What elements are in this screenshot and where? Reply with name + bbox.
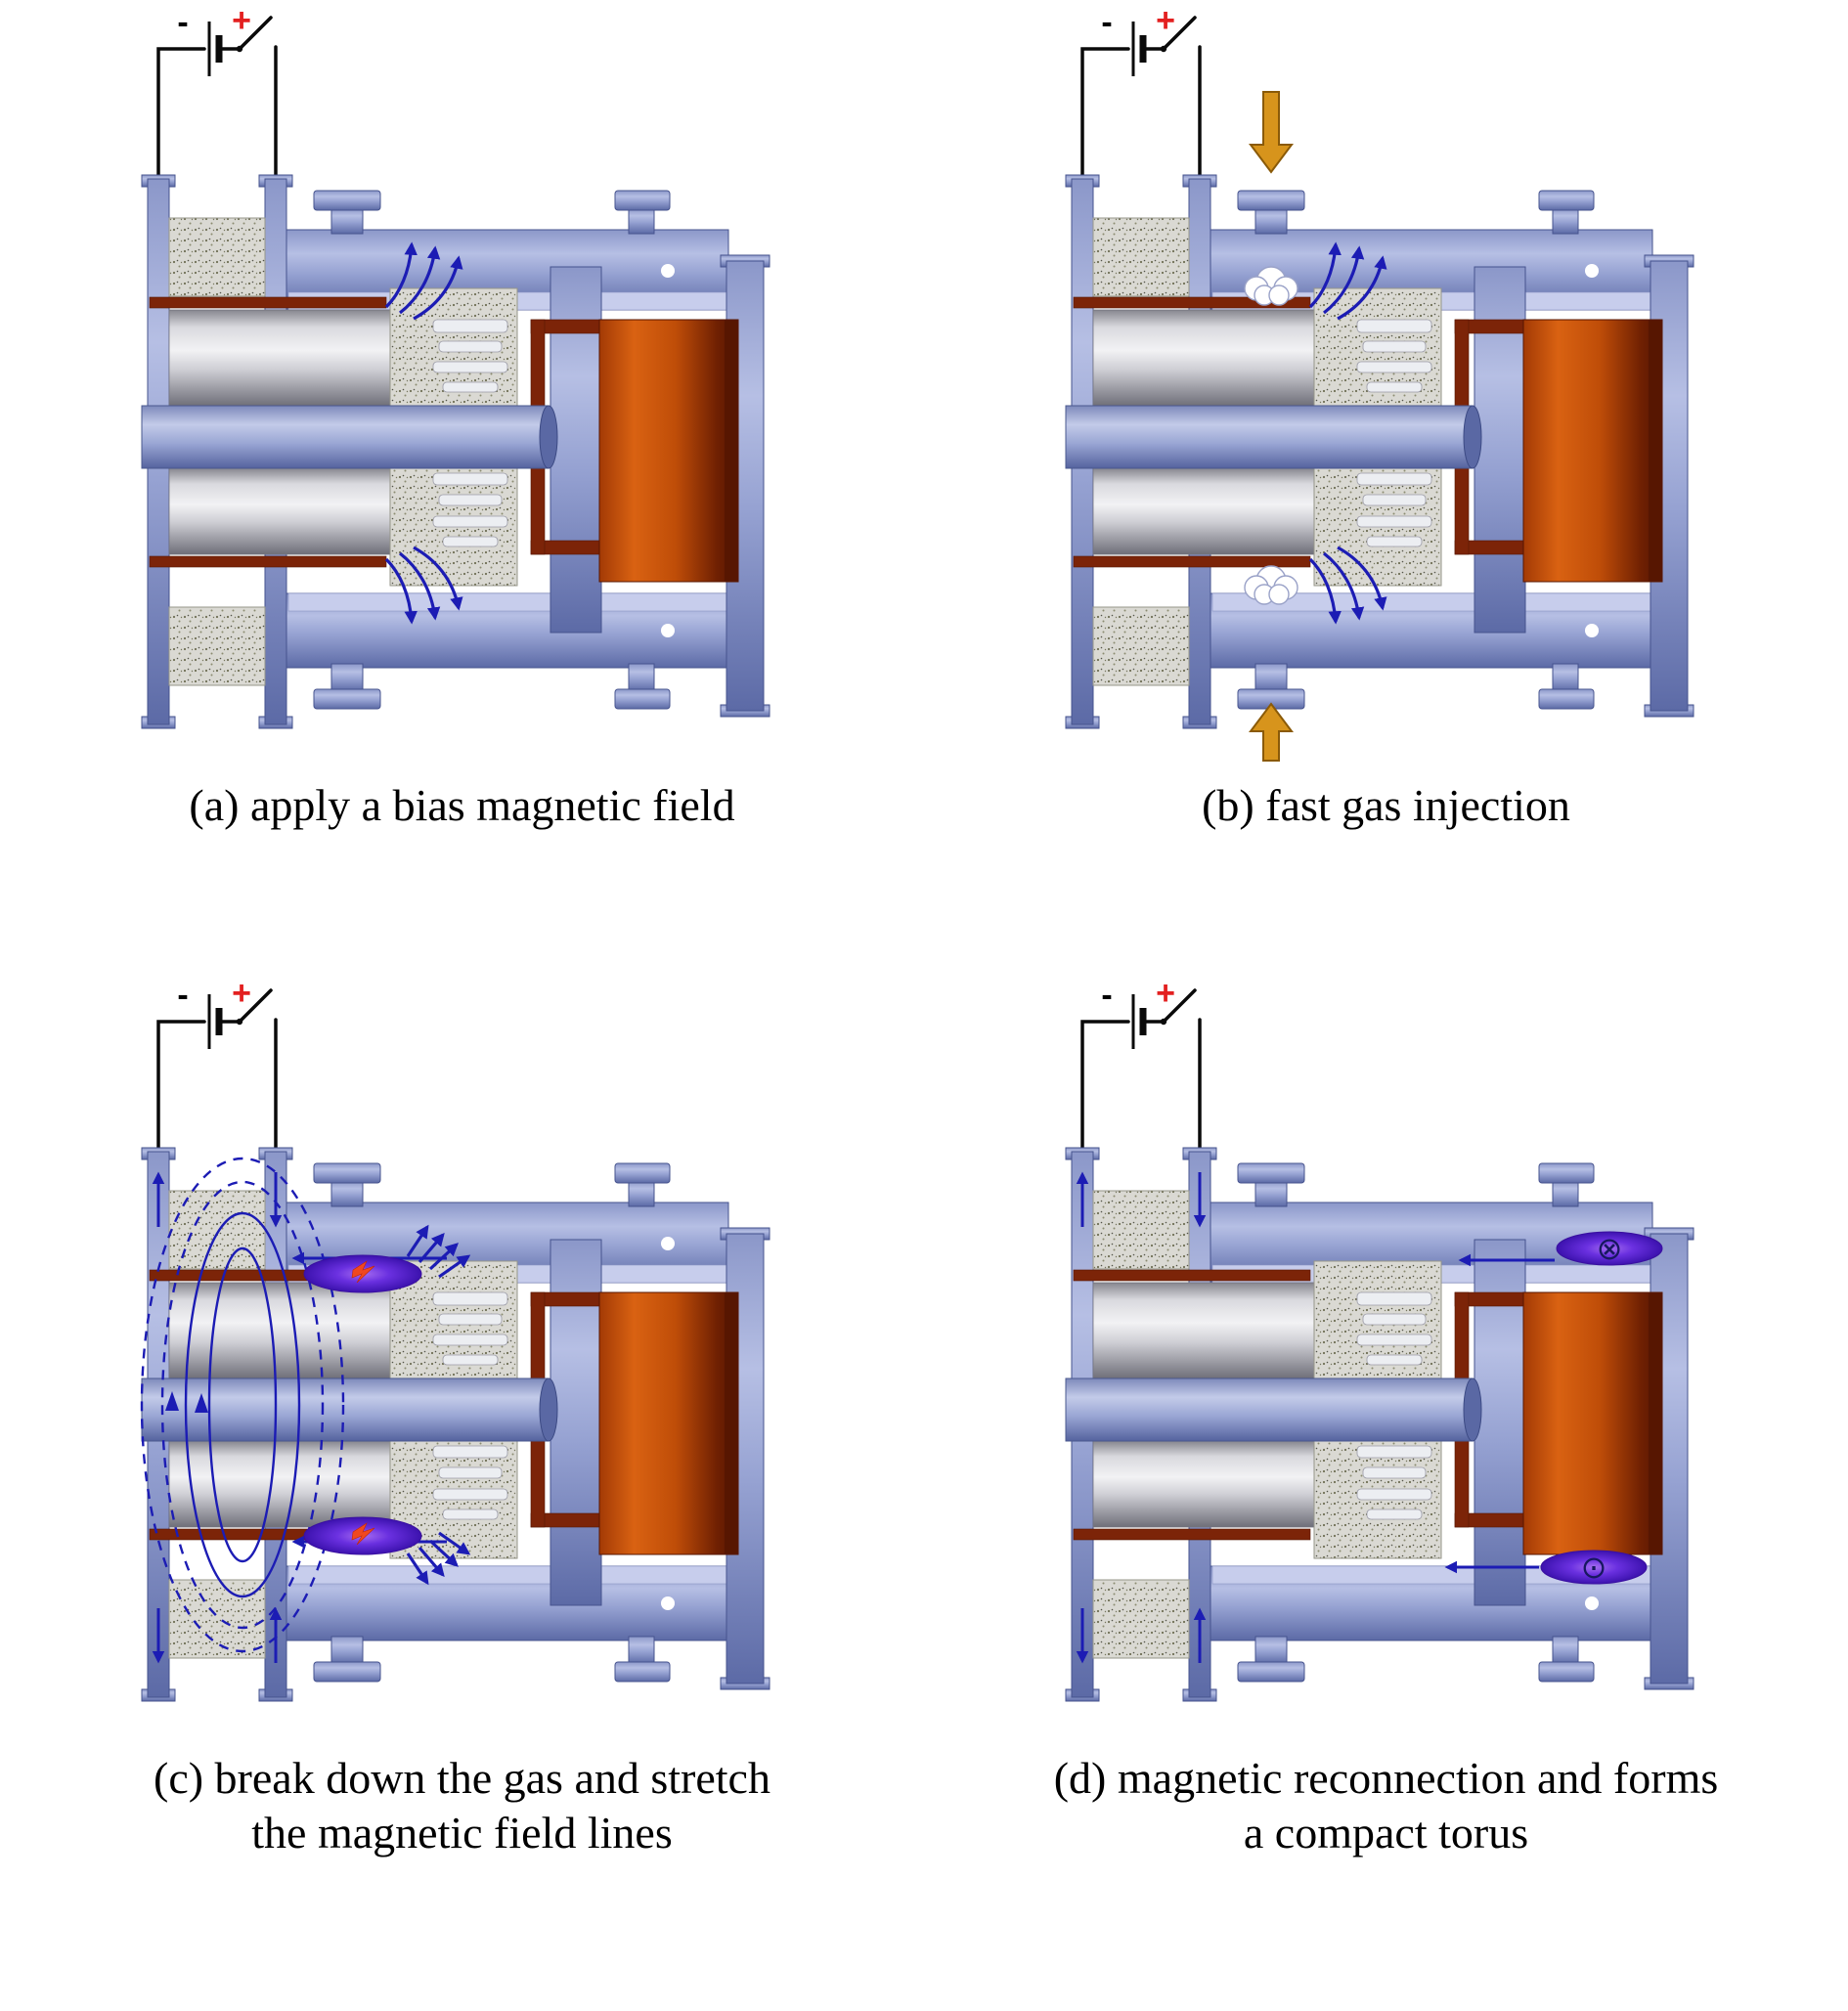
gas-injection-top bbox=[1243, 91, 1298, 306]
expanding-field-arrows bbox=[406, 1224, 470, 1586]
compact-torus: ⊗ ⊙ bbox=[1443, 1230, 1662, 1586]
torus-cross-section-bottom bbox=[1540, 1550, 1647, 1585]
plasma-gun-drawing bbox=[1065, 174, 1694, 729]
field-out-of-page-symbol: ⊙ bbox=[1580, 1549, 1606, 1586]
panel-a: (a) apply a bias magnetic field bbox=[0, 0, 924, 973]
figure-panel-c bbox=[140, 975, 770, 1702]
caption-c: (c) break down the gas and stretch the m… bbox=[154, 1753, 770, 1858]
caption-a: (a) apply a bias magnetic field bbox=[189, 780, 735, 830]
drive-circuit bbox=[1082, 2, 1200, 180]
drive-circuit bbox=[158, 2, 276, 180]
drive-circuit bbox=[158, 975, 276, 1153]
gas-puff-cloud-bottom bbox=[1243, 565, 1298, 605]
plasma-gun-drawing bbox=[141, 1147, 770, 1702]
panel-b: (b) fast gas injection bbox=[924, 0, 1848, 973]
field-line-arrowhead-icon bbox=[194, 1393, 208, 1413]
gas-injection-bottom bbox=[1243, 565, 1298, 762]
plasma-gun-drawing bbox=[141, 174, 770, 729]
figure-panel-a bbox=[141, 2, 770, 729]
caption-d: (d) magnetic reconnection and forms a co… bbox=[1053, 1753, 1719, 1858]
figure-panel-b bbox=[1065, 2, 1694, 762]
gas-arrow-up-icon bbox=[1248, 702, 1294, 762]
gas-arrow-down-icon bbox=[1248, 91, 1294, 174]
field-into-page-symbol: ⊗ bbox=[1596, 1230, 1622, 1267]
field-line-arrowhead-icon bbox=[164, 1391, 179, 1411]
figure-panel-d: ⊗ ⊙ bbox=[1065, 975, 1694, 1702]
panel-c: (c) break down the gas and stretch the m… bbox=[0, 973, 924, 2011]
panel-d: ⊗ ⊙ (d) magnetic reconnection and forms … bbox=[924, 973, 1848, 2011]
torus-cross-section-top bbox=[1556, 1231, 1662, 1266]
drive-circuit bbox=[1082, 975, 1200, 1153]
caption-b: (b) fast gas injection bbox=[1202, 780, 1570, 830]
stretched-field-lines bbox=[140, 1157, 344, 1653]
gas-puff-cloud-top bbox=[1243, 266, 1298, 306]
